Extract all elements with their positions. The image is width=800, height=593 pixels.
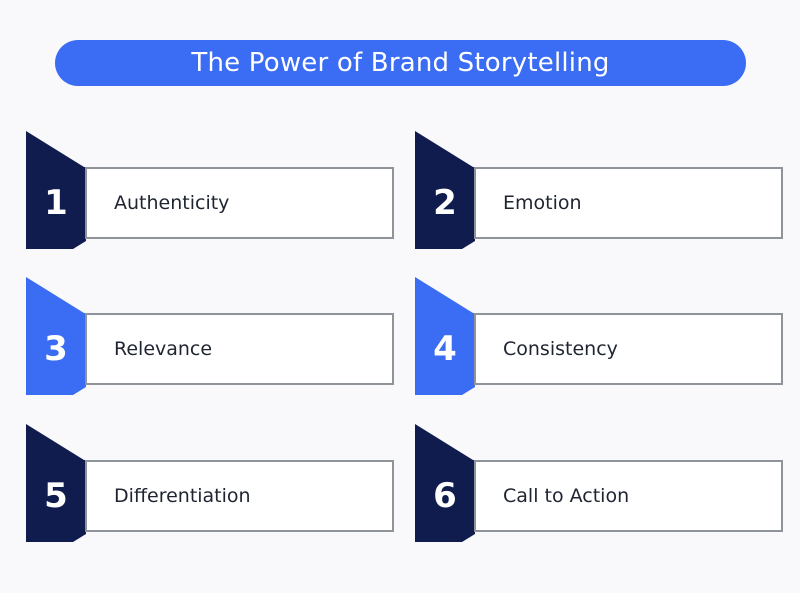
item-card-2: 2 Emotion xyxy=(415,131,787,251)
item-number: 1 xyxy=(26,167,86,239)
item-label: Authenticity xyxy=(85,167,394,239)
item-number: 5 xyxy=(26,460,86,532)
item-number: 4 xyxy=(415,313,475,385)
item-label: Call to Action xyxy=(474,460,783,532)
item-label: Differentiation xyxy=(85,460,394,532)
item-label: Consistency xyxy=(474,313,783,385)
item-label: Emotion xyxy=(474,167,783,239)
item-number: 3 xyxy=(26,313,86,385)
diagram-title: The Power of Brand Storytelling xyxy=(55,40,746,86)
item-card-4: 4 Consistency xyxy=(415,277,787,397)
item-card-6: 6 Call to Action xyxy=(415,424,787,544)
item-card-1: 1 Authenticity xyxy=(26,131,398,251)
item-number: 2 xyxy=(415,167,475,239)
item-label: Relevance xyxy=(85,313,394,385)
item-number: 6 xyxy=(415,460,475,532)
item-card-3: 3 Relevance xyxy=(26,277,398,397)
item-card-5: 5 Differentiation xyxy=(26,424,398,544)
